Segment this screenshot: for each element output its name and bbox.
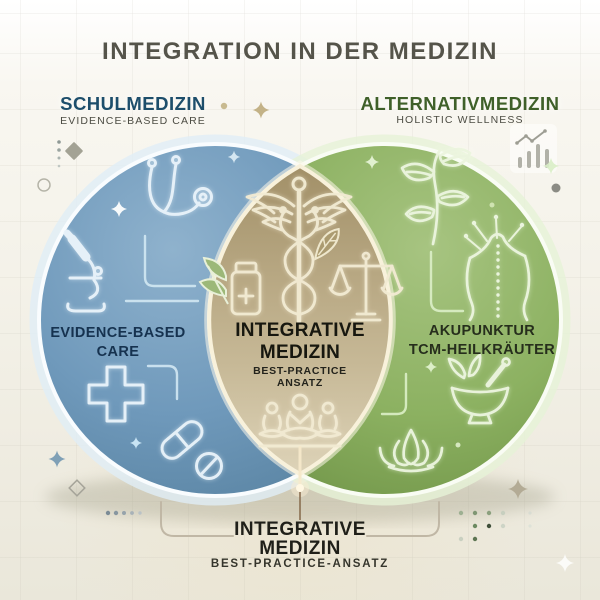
stethoscope-icon xyxy=(147,155,213,216)
overlap-label-line2: MEDIZIN xyxy=(259,342,341,363)
footer-label-line2: MEDIZIN xyxy=(259,538,341,559)
right-circle-label-line2: TCM-HEILKRÄUTER xyxy=(408,342,556,358)
left-column-subheading: EVIDENCE-BASED CARE xyxy=(60,115,206,127)
energy-line xyxy=(291,446,309,520)
caduceus-leaf xyxy=(314,227,340,261)
left-column-heading: SCHULMEDIZIN xyxy=(60,93,206,114)
balance-scale-icon xyxy=(328,251,404,322)
dots-pattern xyxy=(57,102,561,542)
herb-branch-icon xyxy=(400,147,472,246)
circuit-lines-left xyxy=(124,234,200,401)
right-column-heading: ALTERNATIVMEDIZIN xyxy=(360,93,560,114)
diamond-icons xyxy=(37,142,86,497)
footer-label-line1: INTEGRATIVE xyxy=(234,519,366,540)
lotus-icon xyxy=(378,428,444,473)
circuit-lines-right xyxy=(380,250,465,416)
right-circle-label: AKUPUNKTUR TCM-HEILKRÄUTER xyxy=(402,322,562,360)
overlap-sublabel-line2: ANSATZ xyxy=(276,377,323,389)
herbal-bottle-icon xyxy=(198,256,262,316)
circle-outline-decoration xyxy=(37,178,51,192)
left-circle-label-line2: CARE xyxy=(96,344,140,360)
acupuncture-icon xyxy=(463,214,531,322)
medical-cross-icon xyxy=(87,365,145,423)
right-column-subheading: HOLISTIC WELLNESS xyxy=(396,114,524,126)
page-title: INTEGRATION IN DER MEDIZIN xyxy=(102,38,498,65)
overlap-label-line1: INTEGRATIVE xyxy=(235,320,365,341)
footer-bracket xyxy=(160,501,440,537)
microscope-icon xyxy=(63,229,106,313)
left-circle-label: EVIDENCE-BASED CARE xyxy=(38,324,198,362)
footer-subtitle: BEST-PRACTICE-ANSATZ xyxy=(210,558,390,570)
caduceus-icon xyxy=(245,176,353,324)
mortar-pestle-icon xyxy=(447,353,511,425)
right-circle-label-line1: AKUPUNKTUR xyxy=(428,323,536,339)
bar-chart-icon xyxy=(510,124,557,173)
capsule-pill-icon xyxy=(160,420,223,480)
left-circle-label-line1: EVIDENCE-BASED xyxy=(50,325,186,341)
overlap-sublabel-line1: BEST-PRACTICE xyxy=(253,365,347,377)
